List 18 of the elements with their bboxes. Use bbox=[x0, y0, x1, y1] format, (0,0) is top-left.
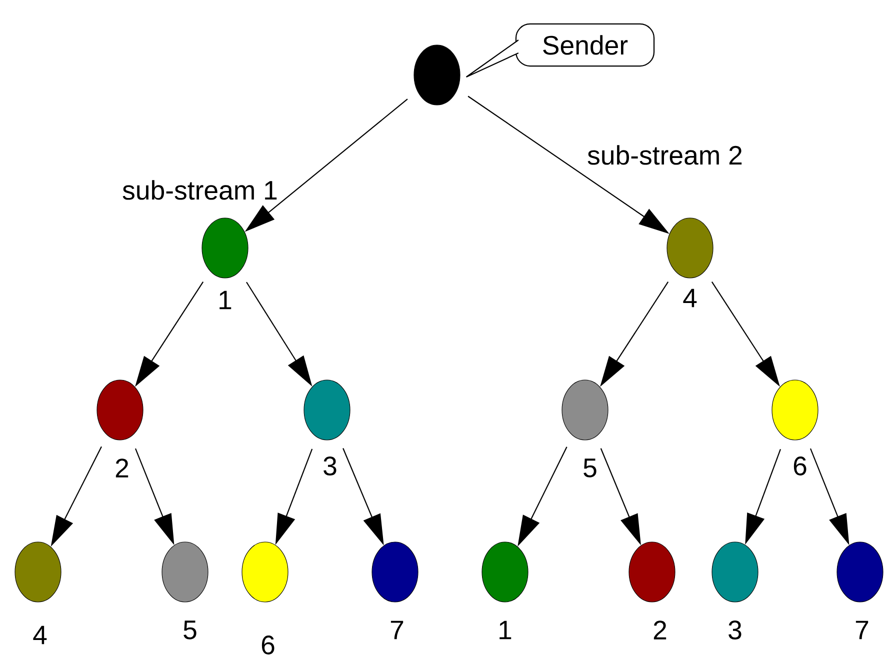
node-number: 5 bbox=[184, 620, 196, 640]
edge-label: sub-stream 2 bbox=[586, 144, 744, 166]
node-number: 3 bbox=[728, 620, 742, 640]
node-number: 7 bbox=[390, 620, 404, 640]
node-number: 7 bbox=[856, 620, 868, 640]
node-number: 6 bbox=[794, 456, 806, 476]
callout-tail bbox=[466, 39, 519, 78]
node-number: 2 bbox=[116, 458, 128, 478]
node-number: 3 bbox=[324, 456, 336, 476]
edge-label: sub-stream 1 bbox=[120, 178, 280, 202]
node-number: 2 bbox=[654, 620, 666, 640]
peer-circle bbox=[414, 44, 460, 106]
node-number: 1 bbox=[220, 290, 232, 310]
node-number: 4 bbox=[33, 626, 47, 644]
node-number: 1 bbox=[500, 620, 512, 640]
node-number: 4 bbox=[683, 288, 697, 308]
node-number: 5 bbox=[584, 458, 596, 478]
node-number: 6 bbox=[262, 636, 274, 654]
